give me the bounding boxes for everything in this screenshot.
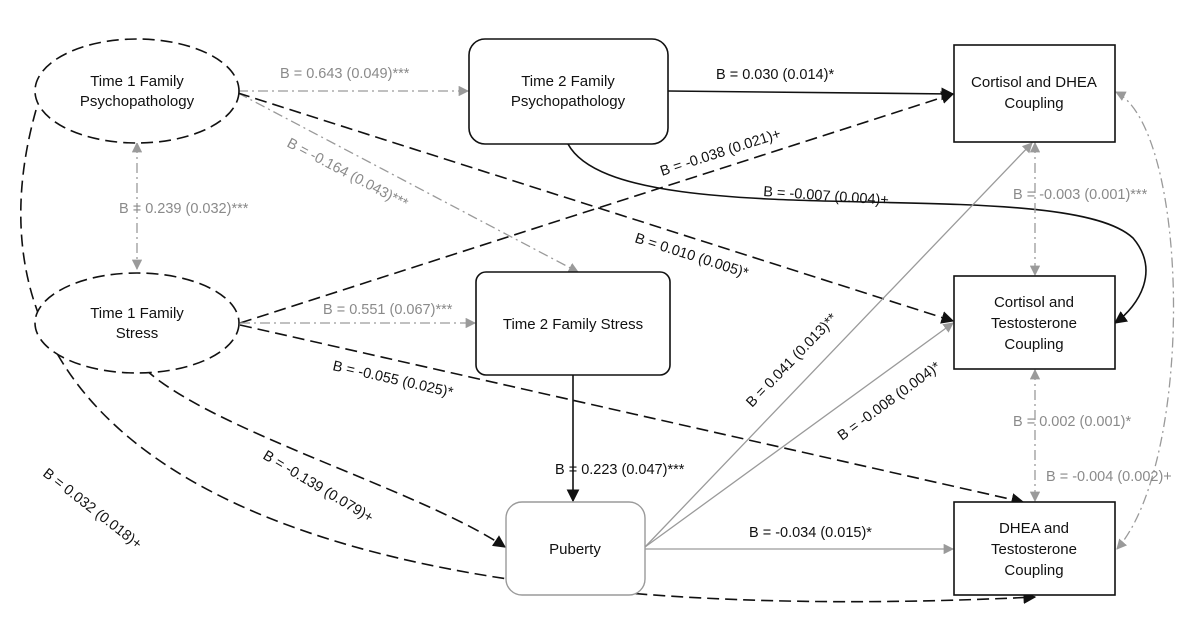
label-t1psych-t1stress: B = 0.239 (0.032)*** — [119, 201, 249, 217]
node-dhea-test-line2: Testosterone — [991, 541, 1077, 558]
edge-t2psych-corttest — [567, 143, 1147, 324]
label-t2stress-puberty: B = 0.223 (0.047)*** — [555, 462, 685, 478]
node-dhea-test-line1: DHEA and — [999, 520, 1069, 537]
node-cort-test-line2: Testosterone — [991, 315, 1077, 332]
node-t1-stress: Time 1 Family Stress — [34, 272, 240, 374]
label-t1psych-t2stress: B = -0.164 (0.043)*** — [284, 135, 410, 212]
node-cort-dhea-line2: Coupling — [1004, 95, 1063, 112]
label-t1stress-t2stress: B = 0.551 (0.067)*** — [323, 302, 453, 318]
node-t2-psych-line1: Time 2 Family — [521, 73, 615, 90]
node-t2-stress-line1: Time 2 Family Stress — [503, 316, 643, 333]
edge-t1psych-t2stress — [237, 92, 579, 273]
label-corttest-dheatest: B = 0.002 (0.001)* — [1013, 414, 1131, 430]
edge-puberty-cortdhea — [644, 142, 1033, 548]
label-t1stress-puberty: B = -0.139 (0.079)+ — [260, 448, 376, 526]
node-t2-psych-line2: Psychopathology — [511, 93, 626, 110]
node-t2-psychopathology: Time 2 Family Psychopathology — [468, 38, 669, 145]
node-puberty-line1: Puberty — [549, 541, 601, 558]
edge-puberty-corttest — [644, 322, 954, 548]
node-cort-test-line1: Cortisol and — [994, 294, 1074, 311]
node-cortisol-testosterone: Cortisol and Testosterone Coupling — [953, 275, 1116, 370]
node-dhea-testosterone: DHEA and Testosterone Coupling — [953, 501, 1116, 596]
node-dhea-test-line3: Coupling — [1004, 562, 1063, 579]
edge-t1stress-dheatest — [239, 324, 1025, 506]
node-t2-stress: Time 2 Family Stress — [475, 271, 671, 376]
node-t1-psych-line2: Psychopathology — [80, 93, 195, 110]
node-cort-dhea-line1: Cortisol and DHEA — [971, 74, 1097, 91]
nodes: Time 1 Family Psychopathology Time 1 Fam… — [34, 38, 1116, 596]
label-cortdhea-corttest: B = -0.003 (0.001)*** — [1013, 187, 1148, 203]
edge-t1psych-dheatest — [19, 109, 1037, 604]
edge-t1stress-puberty — [144, 368, 507, 548]
node-puberty: Puberty — [505, 501, 646, 596]
label-t1stress-cortdhea: B = -0.038 (0.021)+ — [658, 126, 783, 180]
label-t1stress-dheatest: B = -0.055 (0.025)* — [331, 358, 455, 401]
label-cortdhea-dheatest: B = -0.004 (0.002)+ — [1046, 469, 1172, 485]
label-puberty-dheatest: B = -0.034 (0.015)* — [749, 525, 872, 541]
node-t1-psych-line1: Time 1 Family — [90, 73, 184, 90]
label-puberty-corttest: B = -0.008 (0.004)* — [835, 359, 944, 444]
node-t1-stress-line1: Time 1 Family — [90, 305, 184, 322]
edge-cortdhea-dheatest — [1115, 91, 1175, 550]
node-t1-stress-line2: Stress — [116, 325, 159, 342]
node-t1-psychopathology: Time 1 Family Psychopathology — [34, 38, 240, 144]
label-t2psych-cortdhea: B = 0.030 (0.014)* — [716, 67, 834, 83]
node-cortisol-dhea: Cortisol and DHEA Coupling — [953, 44, 1116, 143]
label-t2psych-corttest: B = -0.007 (0.004)+ — [763, 184, 890, 209]
node-cort-test-line3: Coupling — [1004, 336, 1063, 353]
label-puberty-cortdhea: B = 0.041 (0.013)** — [743, 310, 841, 410]
edge-t2psych-cortdhea — [667, 87, 955, 101]
edges — [19, 85, 1175, 604]
label-t1psych-dheatest: B = 0.032 (0.018)+ — [40, 466, 145, 553]
label-t1psych-t2psych: B = 0.643 (0.049)*** — [280, 66, 410, 82]
